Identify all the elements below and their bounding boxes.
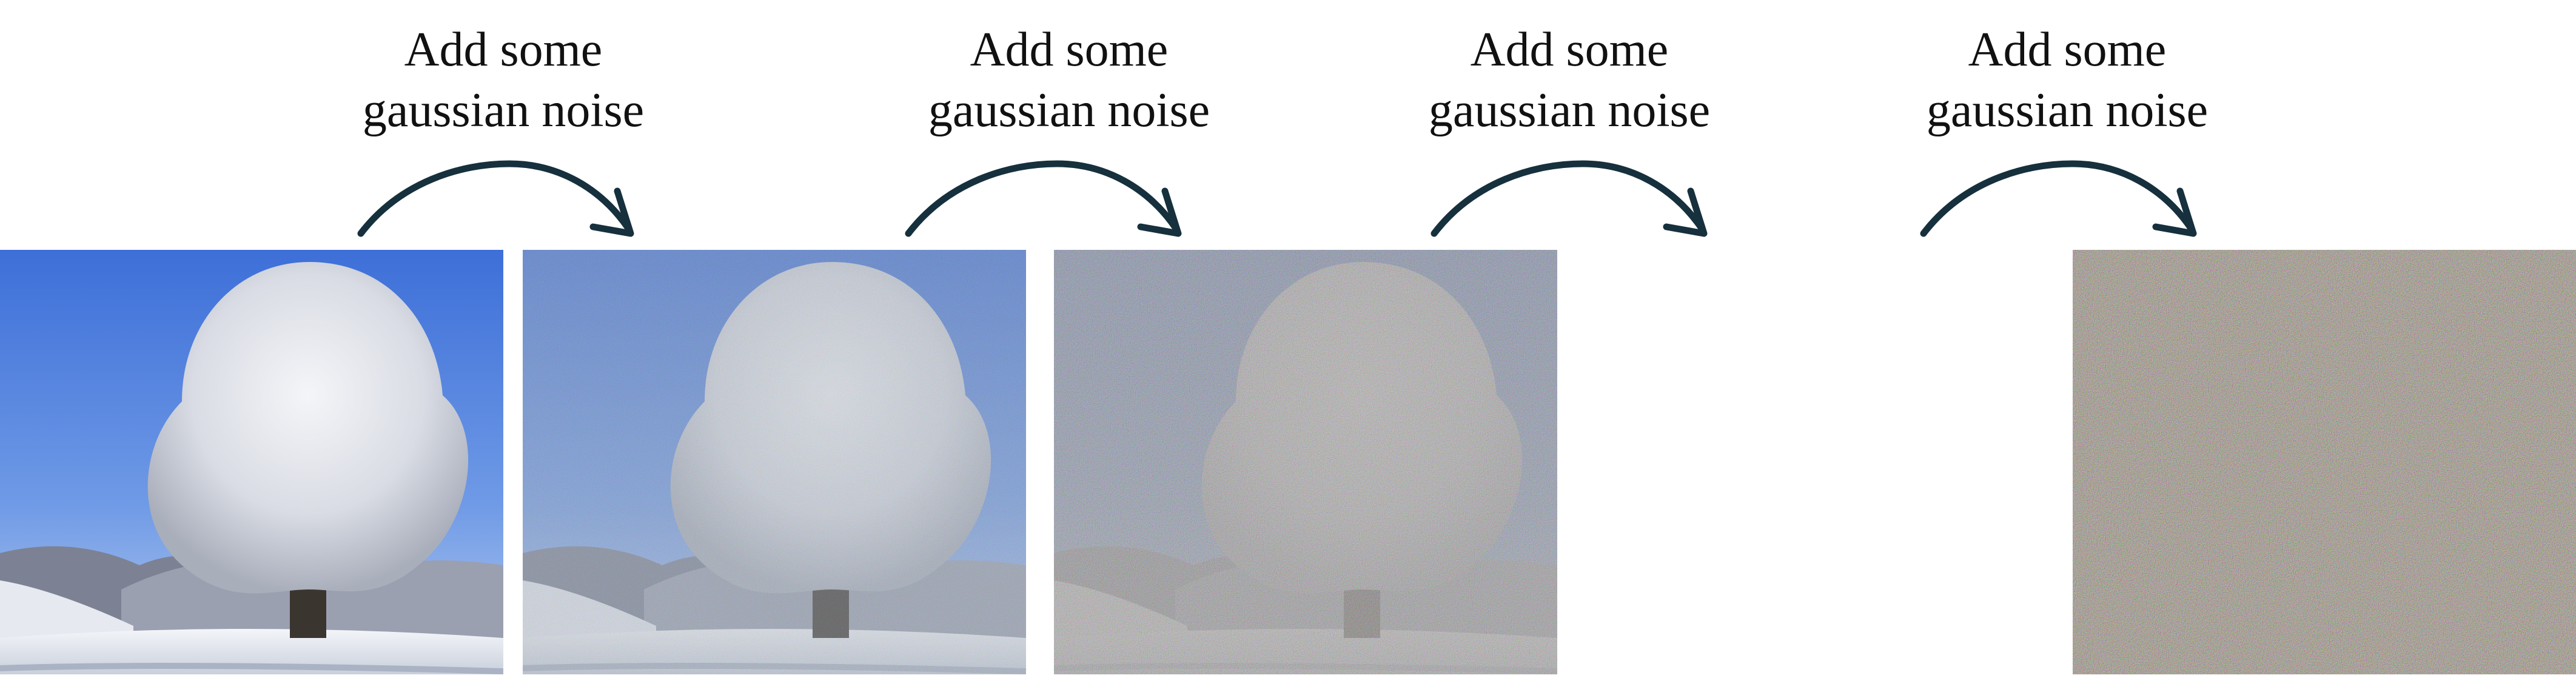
step-4-label-line1: Add some bbox=[1968, 23, 2167, 76]
step-3-label: Add some gaussian noise bbox=[1381, 19, 1757, 141]
step-2-label: Add some gaussian noise bbox=[881, 19, 1257, 141]
step-3-label-line2: gaussian noise bbox=[1428, 84, 1711, 137]
curved-arrow-icon bbox=[1920, 160, 2197, 237]
pure-noise-image bbox=[2073, 250, 2576, 674]
curved-arrow-icon bbox=[905, 160, 1182, 237]
step-2-label-line1: Add some bbox=[970, 23, 1169, 76]
step-3-label-line1: Add some bbox=[1470, 23, 1669, 76]
step-2-label-line2: gaussian noise bbox=[928, 84, 1210, 137]
curved-arrow-icon bbox=[1431, 160, 1708, 237]
step-1-label-line1: Add some bbox=[404, 23, 603, 76]
noisy-image-1 bbox=[523, 250, 1026, 674]
step-1-label: Add some gaussian noise bbox=[315, 19, 691, 141]
noisy-image-2 bbox=[1054, 250, 1557, 674]
step-1-label-line2: gaussian noise bbox=[362, 84, 645, 137]
step-4-label-line2: gaussian noise bbox=[1926, 84, 2209, 137]
curved-arrow-icon bbox=[357, 160, 634, 237]
clean-image bbox=[0, 250, 503, 674]
step-4-label: Add some gaussian noise bbox=[1879, 19, 2255, 141]
